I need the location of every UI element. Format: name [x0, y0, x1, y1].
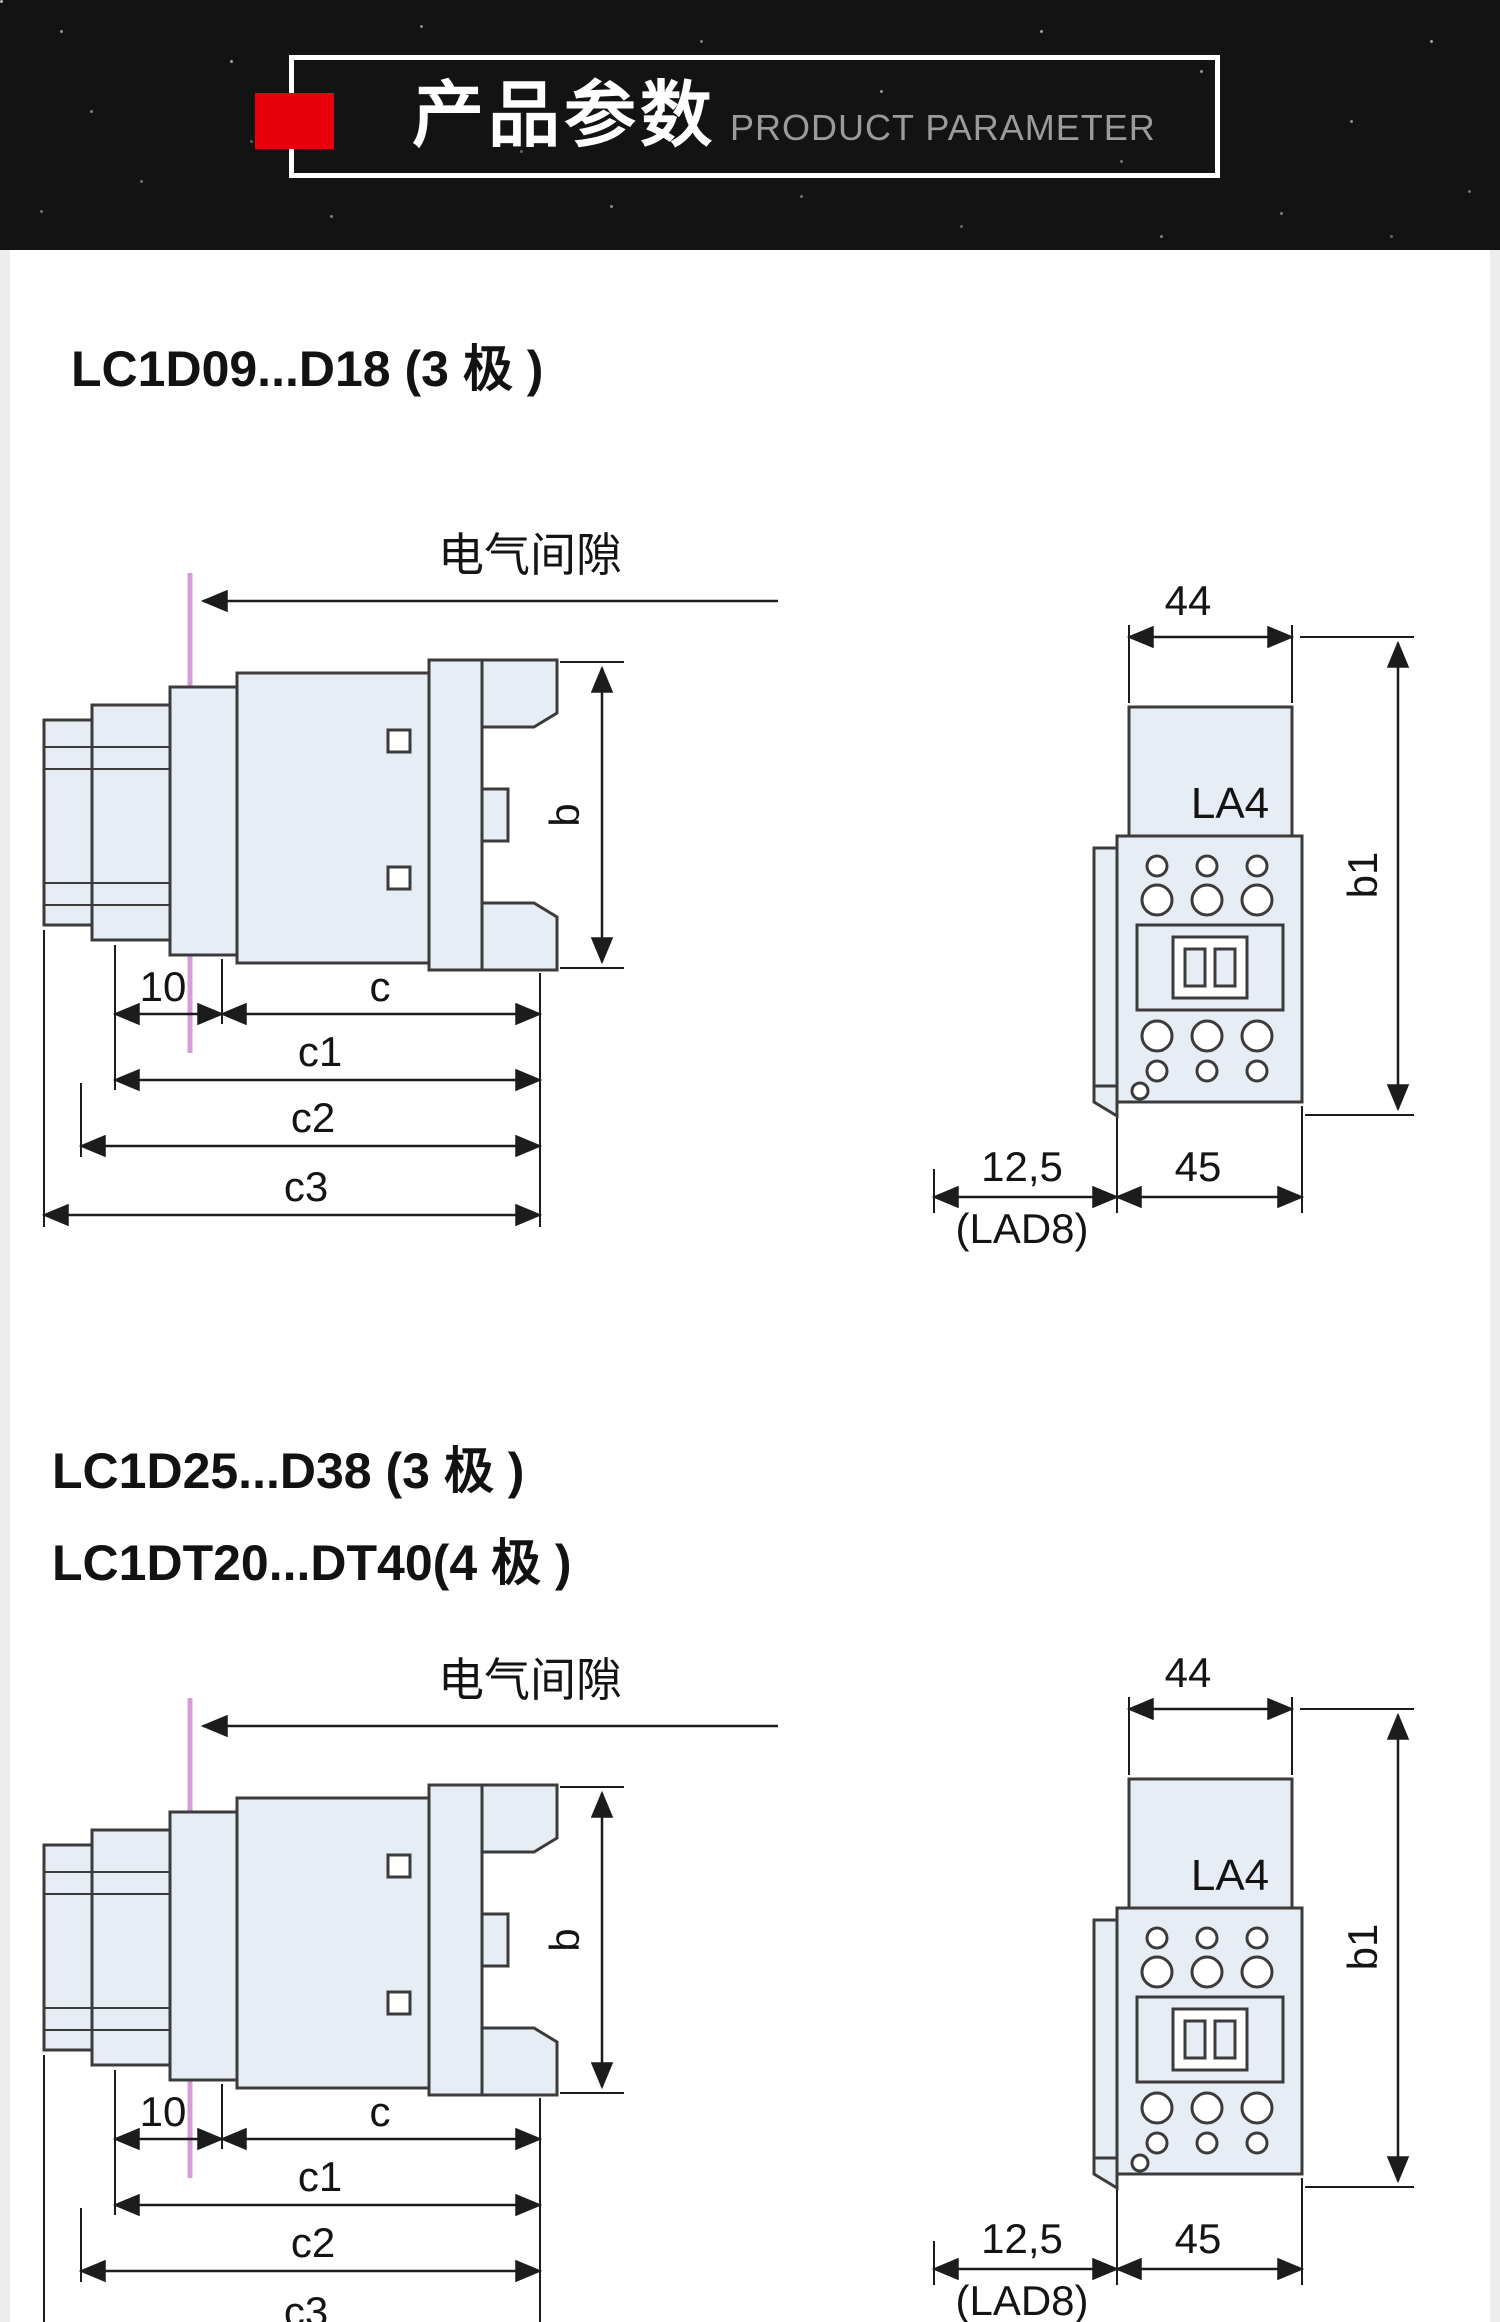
side-dimension-lines-2 [43, 1786, 624, 2322]
speckles-decoration [0, 0, 3, 3]
dim-b1-label-1: b1 [1339, 852, 1386, 899]
contactor-side-profile [42, 658, 559, 972]
front-view-diagram-2: 44 [931, 1649, 1414, 2322]
clearance-label-2: 电气间隙 [438, 1654, 622, 1706]
page-edge-left [0, 250, 10, 2322]
dim-b-label-1: b [541, 803, 588, 826]
side-view-diagram-1: 电气间隙 [41, 529, 778, 1227]
dim-c2-label-2: c2 [291, 2219, 335, 2266]
dim-45-label-1: 45 [1175, 1143, 1222, 1190]
dim-44-label-1: 44 [1165, 577, 1212, 624]
dim-c1-label-1: c1 [298, 1028, 342, 1075]
dim-44-label-2: 44 [1165, 1649, 1212, 1696]
dim-45-label-2: 45 [1175, 2215, 1222, 2262]
red-accent-square [255, 93, 334, 149]
model-heading-2-line2: LC1DT20...DT40(4 极 ) [52, 1534, 572, 1591]
page-title: 产品参数 [412, 76, 717, 156]
title-box: 产品参数 PRODUCT PARAMETER [289, 55, 1220, 178]
dim-c-label-2: c [370, 2088, 391, 2135]
dim-10-label-2: 10 [140, 2088, 187, 2135]
section-header-band: 产品参数 PRODUCT PARAMETER [0, 0, 1500, 250]
dim-c-label-1: c [370, 963, 391, 1010]
side-view-diagram-2: 电气间隙 [42, 1654, 778, 2322]
dim-b-label-2: b [541, 1928, 588, 1951]
lad8-label-1: (LAD8) [955, 1205, 1088, 1252]
model-heading-2-line1: LC1D25...D38 (3 极 ) [52, 1442, 525, 1499]
page-subtitle: PRODUCT PARAMETER [730, 107, 1156, 148]
dim-12-5-label-1: 12,5 [981, 1143, 1063, 1190]
side-dimension-lines [41, 661, 624, 1227]
la4-block-label-1: LA4 [1191, 779, 1269, 828]
dim-c3-label-2: c3 [284, 2288, 328, 2322]
dim-12-5-label-2: 12,5 [981, 2215, 1063, 2262]
page-edge-right [1490, 250, 1500, 2322]
contactor-side-profile-2 [42, 1783, 559, 2097]
model-heading-1: LC1D09...D18 (3 极 ) [71, 340, 544, 397]
clearance-label-1: 电气间隙 [438, 529, 622, 581]
front-dimension-lines [931, 625, 1414, 1213]
front-dimension-lines-2 [931, 1697, 1414, 2285]
diagram-content: LC1D09...D18 (3 极 ) 电气间隙 [0, 250, 1500, 2322]
dim-c2-label-1: c2 [291, 1094, 335, 1141]
dim-10-label-1: 10 [140, 963, 187, 1010]
dim-b1-label-2: b1 [1339, 1924, 1386, 1971]
contactor-front-profile-2 [1092, 1777, 1304, 2191]
dim-c1-label-2: c1 [298, 2153, 342, 2200]
la4-block-label-2: LA4 [1191, 1851, 1269, 1900]
contactor-front-profile [1092, 705, 1304, 1119]
dim-c3-label-1: c3 [284, 1163, 328, 1210]
lad8-label-2: (LAD8) [955, 2277, 1088, 2322]
front-view-diagram-1: 44 [931, 577, 1414, 1252]
